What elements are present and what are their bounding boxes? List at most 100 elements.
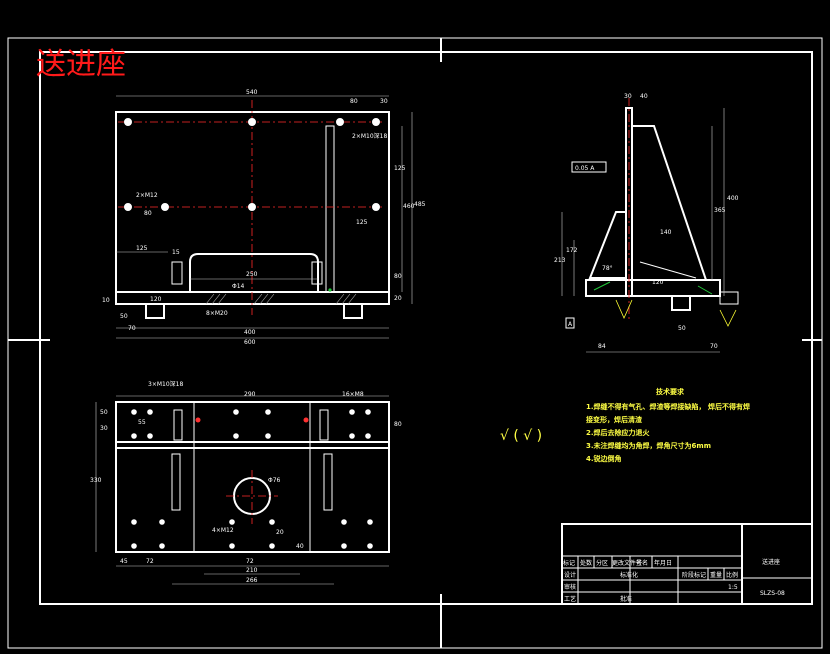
tb-designer: 设计 xyxy=(564,571,576,579)
weld-mark xyxy=(697,285,713,295)
dim-8xm20: 8×M20 xyxy=(206,310,228,317)
inner-frame xyxy=(39,51,813,605)
front-hole xyxy=(372,203,380,211)
tech-req-item: 4.锐边倒角 xyxy=(586,454,622,463)
front-slot-right xyxy=(311,261,323,285)
dim-15: 15 xyxy=(172,249,180,256)
weld-point xyxy=(328,288,332,292)
tb-drawing-no: SLZS-08 xyxy=(760,590,785,597)
tb-label: 处数 xyxy=(580,559,592,567)
dim-hole-note: 2×M10深18 xyxy=(352,132,387,140)
side-dim-172: 172 xyxy=(566,247,578,254)
front-view xyxy=(115,95,413,339)
tb-review: 审核 xyxy=(564,583,576,591)
outer-border xyxy=(7,37,823,649)
dim-600: 600 xyxy=(244,339,256,346)
side-dim-50: 50 xyxy=(678,325,686,332)
title-block xyxy=(561,523,813,605)
top-slot xyxy=(323,453,333,511)
datum-label: A xyxy=(568,321,573,328)
front-slot-left xyxy=(171,261,183,285)
dim-460: 460 xyxy=(403,203,415,210)
flatness-label: 0.05 A xyxy=(575,165,595,172)
top-plate xyxy=(115,401,390,553)
tb-weight: 重量 xyxy=(710,571,722,579)
top-dim-50: 50 xyxy=(100,409,108,416)
front-hole xyxy=(124,203,132,211)
roughness-mark xyxy=(719,309,737,327)
top-dim-16xm8: 16×M8 xyxy=(342,391,364,398)
flatness-frame xyxy=(571,161,607,173)
tb-process: 工艺 xyxy=(564,595,576,603)
front-hole xyxy=(124,118,132,126)
dim-250: 250 xyxy=(246,271,258,278)
front-hole xyxy=(336,118,344,126)
tb-label: 分区 xyxy=(596,559,608,567)
tech-req-heading: 技术要求 xyxy=(656,387,685,396)
side-dim-84: 84 xyxy=(598,343,606,350)
top-slot xyxy=(319,409,329,441)
dim-400: 400 xyxy=(244,329,256,336)
top-dim-45: 45 xyxy=(120,558,128,565)
side-front-rib xyxy=(588,211,626,279)
side-dim-365: 365 xyxy=(714,207,726,214)
tech-req-item: 2.焊后去除应力退火 xyxy=(586,428,651,437)
tb-part-name: 送进座 xyxy=(762,558,780,566)
top-dim-55: 55 xyxy=(138,419,146,426)
top-dim-4xm12: 4×M12 xyxy=(212,527,234,534)
top-dim-80: 80 xyxy=(394,421,402,428)
top-slot xyxy=(171,453,181,511)
front-rib xyxy=(325,125,335,293)
top-dim-30: 30 xyxy=(100,425,108,432)
side-flange xyxy=(719,291,739,305)
top-dim-20: 20 xyxy=(276,529,284,536)
top-dim-72: 72 xyxy=(246,558,254,565)
front-hole xyxy=(372,118,380,126)
front-hole xyxy=(248,118,256,126)
dim-80c: 80 xyxy=(394,273,402,280)
dim-80b: 80 xyxy=(144,210,152,217)
tb-label: 签名 xyxy=(636,559,648,567)
tb-scale: 1:5 xyxy=(728,584,738,591)
dim-540: 540 xyxy=(246,89,258,96)
side-dim-70: 70 xyxy=(710,343,718,350)
dim-485: 485 xyxy=(414,201,426,208)
dim-125b: 125 xyxy=(394,165,406,172)
top-holes xyxy=(131,409,373,549)
front-foot-right xyxy=(343,303,363,319)
dim-phi14: Φ14 xyxy=(232,283,245,290)
side-dim-78: 78° xyxy=(602,265,613,272)
roughness-mark xyxy=(615,299,633,319)
tb-label: 年月日 xyxy=(654,559,672,567)
tb-label: 更改文件号 xyxy=(612,559,642,567)
side-view xyxy=(561,98,739,353)
roughness-symbol: √ ( √ ) xyxy=(500,428,542,444)
tb-stage: 阶段标记 xyxy=(682,571,706,579)
front-plate xyxy=(115,111,390,293)
marked-hole xyxy=(303,417,309,423)
top-dim-40: 40 xyxy=(296,543,304,550)
marked-hole xyxy=(195,417,201,423)
dim-20: 20 xyxy=(394,295,402,302)
dim-80: 80 xyxy=(350,98,358,105)
top-slot xyxy=(173,409,183,441)
datum-box xyxy=(565,317,575,329)
side-gusset xyxy=(632,125,708,281)
tech-req-item: 接变形，焊后清渣 xyxy=(586,415,643,424)
dim-125: 125 xyxy=(356,219,368,226)
drawing-title: 送进座 xyxy=(36,47,126,82)
dim-2xm12: 2×M12 xyxy=(136,192,158,199)
top-view xyxy=(95,395,390,585)
tech-req-item: 3.未注焊缝均为角焊，焊角尺寸为6mm xyxy=(586,441,711,450)
dim-70: 70 xyxy=(128,325,136,332)
top-dim-330: 330 xyxy=(90,477,102,484)
side-foot xyxy=(671,295,691,311)
top-dim-phi76: Φ76 xyxy=(268,477,281,484)
dim-125c: 125 xyxy=(136,245,148,252)
front-cutout xyxy=(189,253,319,292)
side-brace xyxy=(639,261,697,279)
tech-req-item: 1.焊缝不得有气孔、焊渣等焊接缺陷， 焊后不得有焊 xyxy=(586,402,750,411)
tb-approve: 批准 xyxy=(620,595,632,603)
top-dim-3xm10: 3×M10深18 xyxy=(148,380,183,388)
side-dim-140: 140 xyxy=(660,229,672,236)
